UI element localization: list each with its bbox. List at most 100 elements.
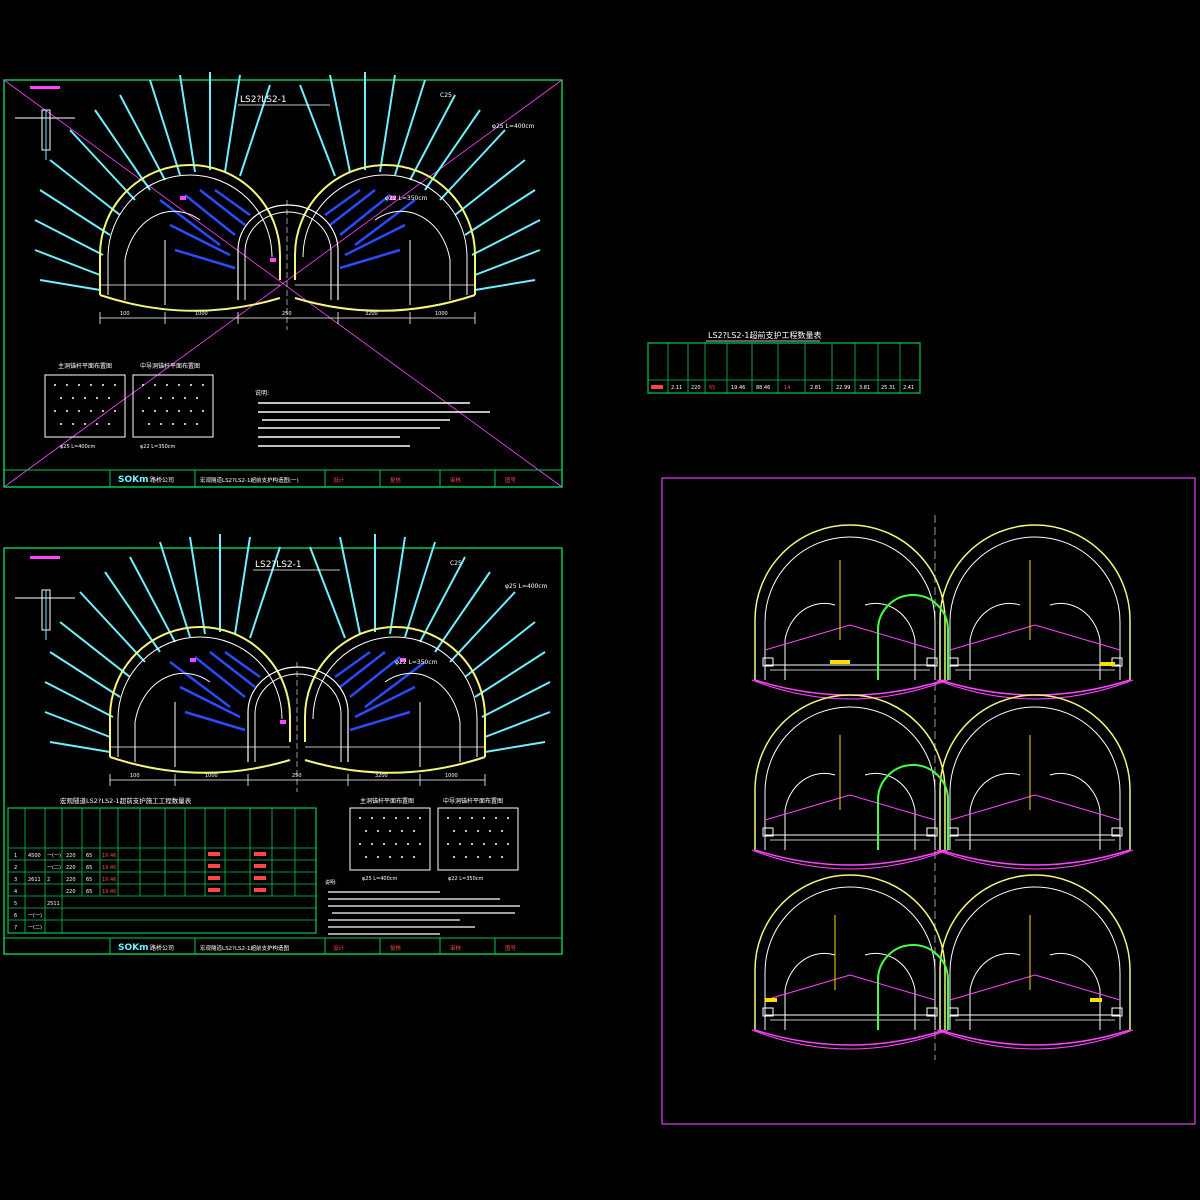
svg-text:复核: 复核 xyxy=(390,944,402,952)
svg-text:主洞锚杆平面布置图: 主洞锚杆平面布置图 xyxy=(360,797,414,805)
svg-text:4: 4 xyxy=(14,889,17,895)
svg-text:一(二): 一(二) xyxy=(28,925,42,931)
svg-text:中导洞锚杆平面布置图: 中导洞锚杆平面布置图 xyxy=(443,797,503,805)
sheet1-title: LS2?LS2-1 xyxy=(240,95,287,105)
svg-text:审核: 审核 xyxy=(450,476,462,484)
sheet1-title-block: SOKm 路桥公司 宏观隧道LS2?LS2-1超前支护构造图(一) 设计 复核 … xyxy=(4,469,562,487)
svg-text:25.31: 25.31 xyxy=(881,385,895,391)
svg-text:φ25 L=400cm: φ25 L=400cm xyxy=(362,876,398,882)
svg-text:1000: 1000 xyxy=(205,773,218,779)
svg-text:φ25 L=400cm: φ25 L=400cm xyxy=(60,444,96,450)
sheet1-bolt-plans: 主洞锚杆平面布置图 中导洞锚杆平面布置图 φ25 L=400cm φ22 L=3… xyxy=(44,362,214,450)
sheet2-dimensions: 100 1000 250 3200 1000 xyxy=(130,773,458,779)
svg-text:65: 65 xyxy=(86,853,92,859)
sheet2-bolt-plans: 主洞锚杆平面布置图 中导洞锚杆平面布置图 φ25 L=400cm φ22 L=3… xyxy=(349,797,519,882)
svg-text:3.81: 3.81 xyxy=(859,385,870,391)
svg-text:19.46: 19.46 xyxy=(102,877,116,883)
svg-text:65: 65 xyxy=(709,385,715,391)
svg-text:220: 220 xyxy=(691,385,701,391)
stage-1-section xyxy=(751,524,1134,700)
svg-text:2: 2 xyxy=(47,877,50,883)
svg-text:说明:: 说明: xyxy=(325,879,337,886)
sheet1-spec-top2: φ25 L=400cm xyxy=(492,123,535,130)
svg-text:3200: 3200 xyxy=(365,311,378,317)
svg-text:路桥公司: 路桥公司 xyxy=(150,944,174,952)
sheet1-detail-sketch xyxy=(15,86,75,160)
svg-text:φ22 L=350cm: φ22 L=350cm xyxy=(448,876,484,882)
svg-text:2.41: 2.41 xyxy=(903,385,914,391)
sheet1-spec-right: φ22 L=350cm xyxy=(385,195,428,202)
svg-text:一(一): 一(一) xyxy=(28,913,42,919)
svg-text:19.46: 19.46 xyxy=(731,385,745,391)
svg-text:1000: 1000 xyxy=(445,773,458,779)
svg-text:设计: 设计 xyxy=(333,944,345,952)
svg-text:一(二): 一(二) xyxy=(47,865,61,871)
svg-text:φ22 L=350cm: φ22 L=350cm xyxy=(140,444,176,450)
svg-text:一(一): 一(一) xyxy=(47,853,61,859)
svg-text:6: 6 xyxy=(14,913,17,919)
svg-text:14: 14 xyxy=(784,385,790,391)
sheet2-title: LS2?LS2-1 xyxy=(255,560,302,570)
svg-text:宏观隧道LS2?LS2-1超前支护施工工程数量表: 宏观隧道LS2?LS2-1超前支护施工工程数量表 xyxy=(60,796,192,805)
sheet2-detail-sketch xyxy=(15,556,75,640)
sheet2-spec-top2: φ25 L=400cm xyxy=(505,583,548,590)
svg-text:1000: 1000 xyxy=(195,311,208,317)
sheet2-notes: 说明: xyxy=(325,879,520,935)
svg-text:图号: 图号 xyxy=(505,944,517,952)
svg-text:250: 250 xyxy=(282,311,292,317)
svg-text:250: 250 xyxy=(292,773,302,779)
svg-text:复核: 复核 xyxy=(390,476,402,484)
svg-text:SOKm: SOKm xyxy=(118,475,149,485)
sheet1-notes: 说明: xyxy=(255,389,490,447)
quantity-table: LS2?LS2-1超前支护工程数量表 2.11 220 65 19.46 88.… xyxy=(647,330,921,394)
sheet-1: LS2?LS2-1 C25 φ25 L=400cm φ22 L=350cm 10… xyxy=(3,70,563,488)
sheet2-spec-right: φ22 L=350cm xyxy=(395,659,438,666)
svg-text:100: 100 xyxy=(130,773,140,779)
svg-text:2511: 2511 xyxy=(47,901,60,907)
svg-text:5: 5 xyxy=(14,901,17,907)
svg-text:65: 65 xyxy=(86,877,92,883)
svg-text:65: 65 xyxy=(86,865,92,871)
sheet2-spec-top: C25 xyxy=(450,560,462,567)
svg-text:4500: 4500 xyxy=(28,853,41,859)
svg-text:2611: 2611 xyxy=(28,877,41,883)
svg-text:2: 2 xyxy=(14,865,17,871)
svg-text:设计: 设计 xyxy=(333,476,345,484)
sheet-2: LS2?LS2-1 C25 φ25 L=400cm φ22 L=350cm 10… xyxy=(3,532,563,955)
svg-text:2.11: 2.11 xyxy=(671,385,682,391)
svg-text:图号: 图号 xyxy=(505,476,517,484)
svg-text:宏观隧道LS2?LS2-1超前支护构造图(一): 宏观隧道LS2?LS2-1超前支护构造图(一) xyxy=(200,476,299,484)
sheet2-title-block: SOKm 路桥公司 宏观隧道LS2?LS2-1超前支护构造图 设计 复核 审核 … xyxy=(4,937,562,954)
svg-text:3: 3 xyxy=(14,877,17,883)
svg-text:220: 220 xyxy=(66,889,76,895)
svg-text:2.81: 2.81 xyxy=(810,385,821,391)
svg-text:SOKm: SOKm xyxy=(118,943,149,953)
sheet2-quantity-table: 宏观隧道LS2?LS2-1超前支护施工工程数量表 xyxy=(7,796,317,934)
svg-text:220: 220 xyxy=(66,853,76,859)
svg-text:22.99: 22.99 xyxy=(836,385,850,391)
quantity-table-title: LS2?LS2-1超前支护工程数量表 xyxy=(708,330,821,340)
svg-text:路桥公司: 路桥公司 xyxy=(150,476,174,484)
svg-text:19.46: 19.46 xyxy=(102,865,116,871)
svg-text:220: 220 xyxy=(66,865,76,871)
svg-text:主洞锚杆平面布置图: 主洞锚杆平面布置图 xyxy=(58,362,112,370)
svg-text:88.46: 88.46 xyxy=(756,385,770,391)
sheet2-twin-tunnel-section xyxy=(43,532,552,794)
svg-text:说明:: 说明: xyxy=(255,389,269,397)
construction-stages-sheet xyxy=(661,477,1196,1125)
svg-text:19.46: 19.46 xyxy=(102,853,116,859)
svg-text:3200: 3200 xyxy=(375,773,388,779)
stage-3-section xyxy=(751,874,1134,1050)
svg-text:65: 65 xyxy=(86,889,92,895)
svg-text:7: 7 xyxy=(14,925,17,931)
sheet1-twin-tunnel-section xyxy=(33,70,542,332)
svg-text:220: 220 xyxy=(66,877,76,883)
svg-text:中导洞锚杆平面布置图: 中导洞锚杆平面布置图 xyxy=(140,362,200,370)
sheet1-dimensions: 100 1000 250 3200 1000 xyxy=(120,311,448,317)
svg-text:1000: 1000 xyxy=(435,311,448,317)
svg-text:19.46: 19.46 xyxy=(102,889,116,895)
svg-text:审核: 审核 xyxy=(450,944,462,952)
svg-text:宏观隧道LS2?LS2-1超前支护构造图: 宏观隧道LS2?LS2-1超前支护构造图 xyxy=(200,944,290,952)
sheet1-spec-top: C25 xyxy=(440,92,452,99)
